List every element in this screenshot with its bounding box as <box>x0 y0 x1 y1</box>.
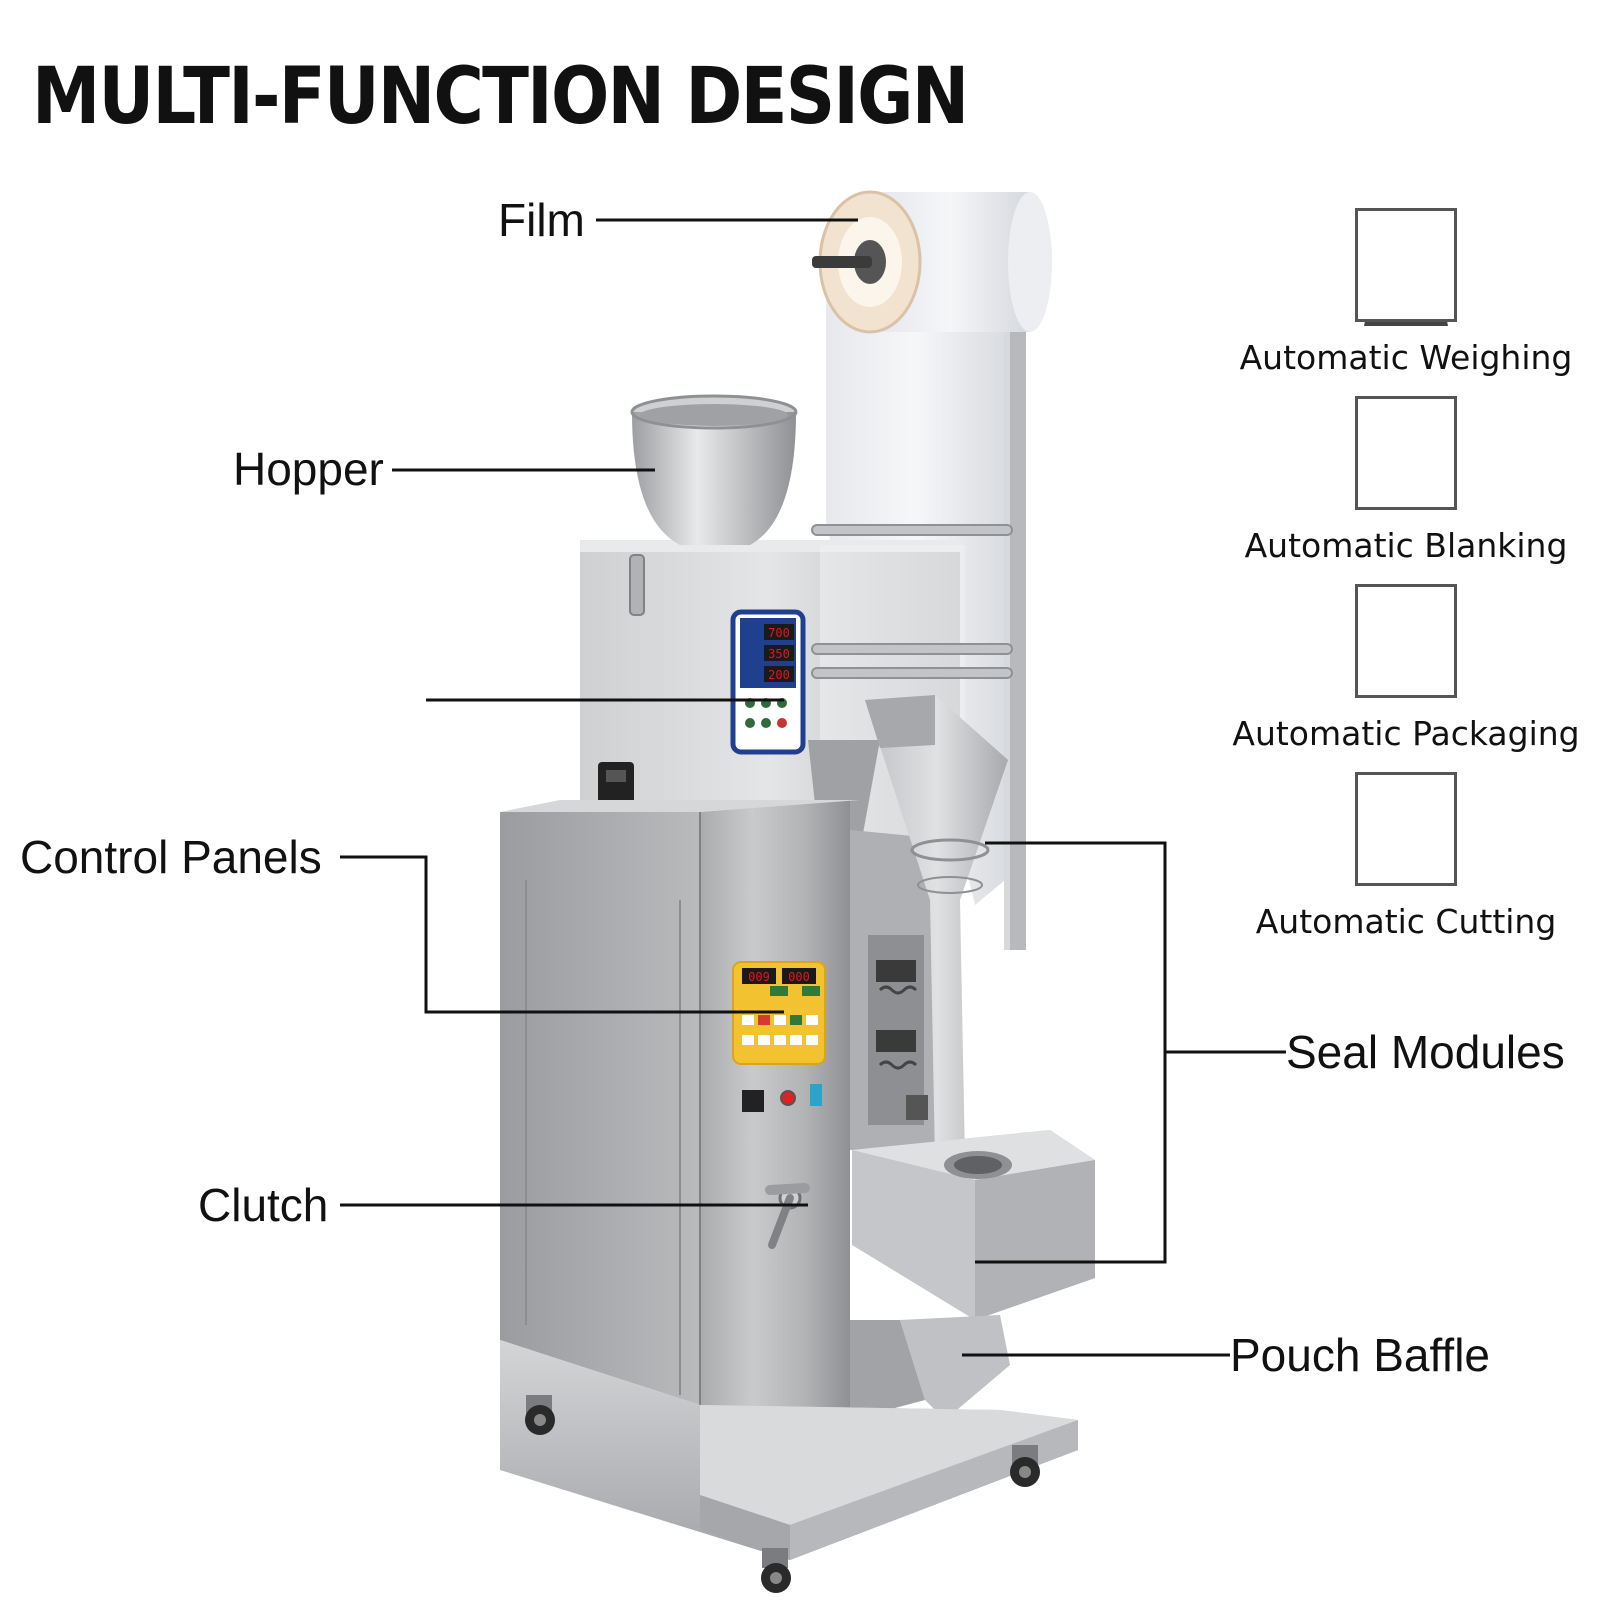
feature-box-weighing <box>1355 208 1457 322</box>
forming-cone <box>865 695 1008 1160</box>
cabinet-side <box>500 812 700 1405</box>
page-title: MULTI-FUNCTION DESIGN <box>32 52 969 142</box>
cabinet-front <box>700 800 850 1425</box>
feature-label-packaging: Automatic Packaging <box>1232 714 1580 753</box>
upper-display-value-1: 350 <box>768 647 790 661</box>
upper-display-1 <box>764 645 794 661</box>
upper-display-0 <box>764 624 794 640</box>
lower-display-1 <box>782 968 816 984</box>
seal-modules-label: Seal Modules <box>1286 1026 1565 1078</box>
control-panels-label: Control Panels <box>20 831 322 883</box>
clutch-label: Clutch <box>198 1179 329 1231</box>
feature-box-cutting <box>1355 772 1457 886</box>
film-label: Film <box>498 194 585 246</box>
pouch-baffle <box>900 1315 1010 1420</box>
upper-display-2 <box>764 666 794 682</box>
caster-wheels <box>525 1395 1040 1593</box>
feature-label-cutting: Automatic Cutting <box>1255 902 1557 941</box>
lower-display-0 <box>742 968 776 984</box>
lower-display-value-0: 009 <box>748 970 770 984</box>
power-switch <box>742 1090 764 1112</box>
feature-box-packaging <box>1355 584 1457 698</box>
power-inlet <box>598 762 634 804</box>
feature-label-blanking: Automatic Blanking <box>1244 526 1568 565</box>
upper-display-value-2: 200 <box>768 668 790 682</box>
feature-label-weighing: Automatic Weighing <box>1239 338 1573 377</box>
upper-display-value-0: 700 <box>768 626 790 640</box>
feature-box-blanking <box>1355 396 1457 510</box>
pouch-baffle-label: Pouch Baffle <box>1230 1329 1491 1381</box>
hopper-label: Hopper <box>233 443 384 495</box>
lower-display-value-1: 000 <box>788 970 810 984</box>
leader-lines <box>340 218 1286 1357</box>
